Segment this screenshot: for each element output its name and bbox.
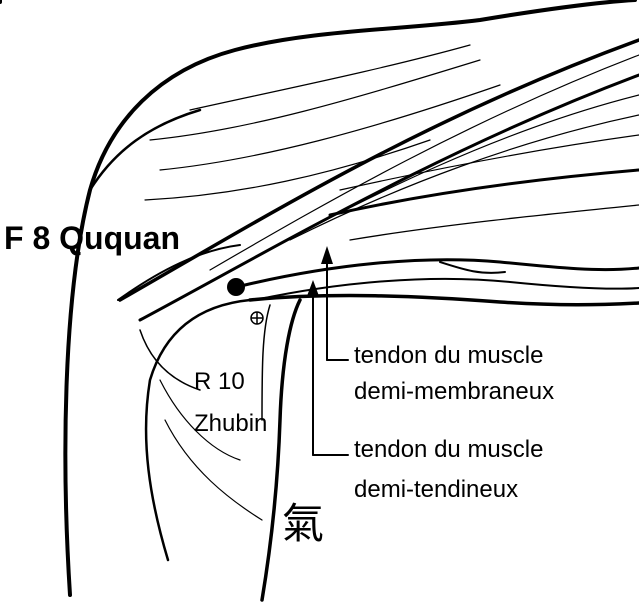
arrowhead-tendineux [307,280,319,296]
point-name-r10: Zhubin [194,410,268,437]
medial-tendon [260,298,302,602]
callout-membraneux-line2: demi-membraneux [354,378,555,405]
condyle-outline [117,244,241,301]
condyle-curve [144,298,252,562]
semitendinosus-tendon [248,293,639,307]
tendon-band-lower [138,73,639,322]
tendon-band-upper [118,38,639,302]
point-code-r10: R 10 [194,368,245,395]
callout-membraneux-line1: tendon du muscle [354,342,544,369]
callout-tendineux-line1: tendon du muscle [354,436,544,463]
r10-point-marker [250,311,264,325]
thigh-inner-contour [88,108,202,192]
point-code-f8: F 8 [4,220,51,256]
thigh-outline [0,0,637,597]
semimembranosus-tendon [243,258,639,287]
point-name-f8: Ququan [59,220,180,256]
arrowhead-membraneux [321,246,333,264]
f8-point-marker [227,278,245,296]
point-label-f8: F 8 Ququan [4,222,180,254]
qi-glyph: 氣 [282,499,325,548]
callout-tendineux-line2: demi-tendineux [354,476,519,503]
